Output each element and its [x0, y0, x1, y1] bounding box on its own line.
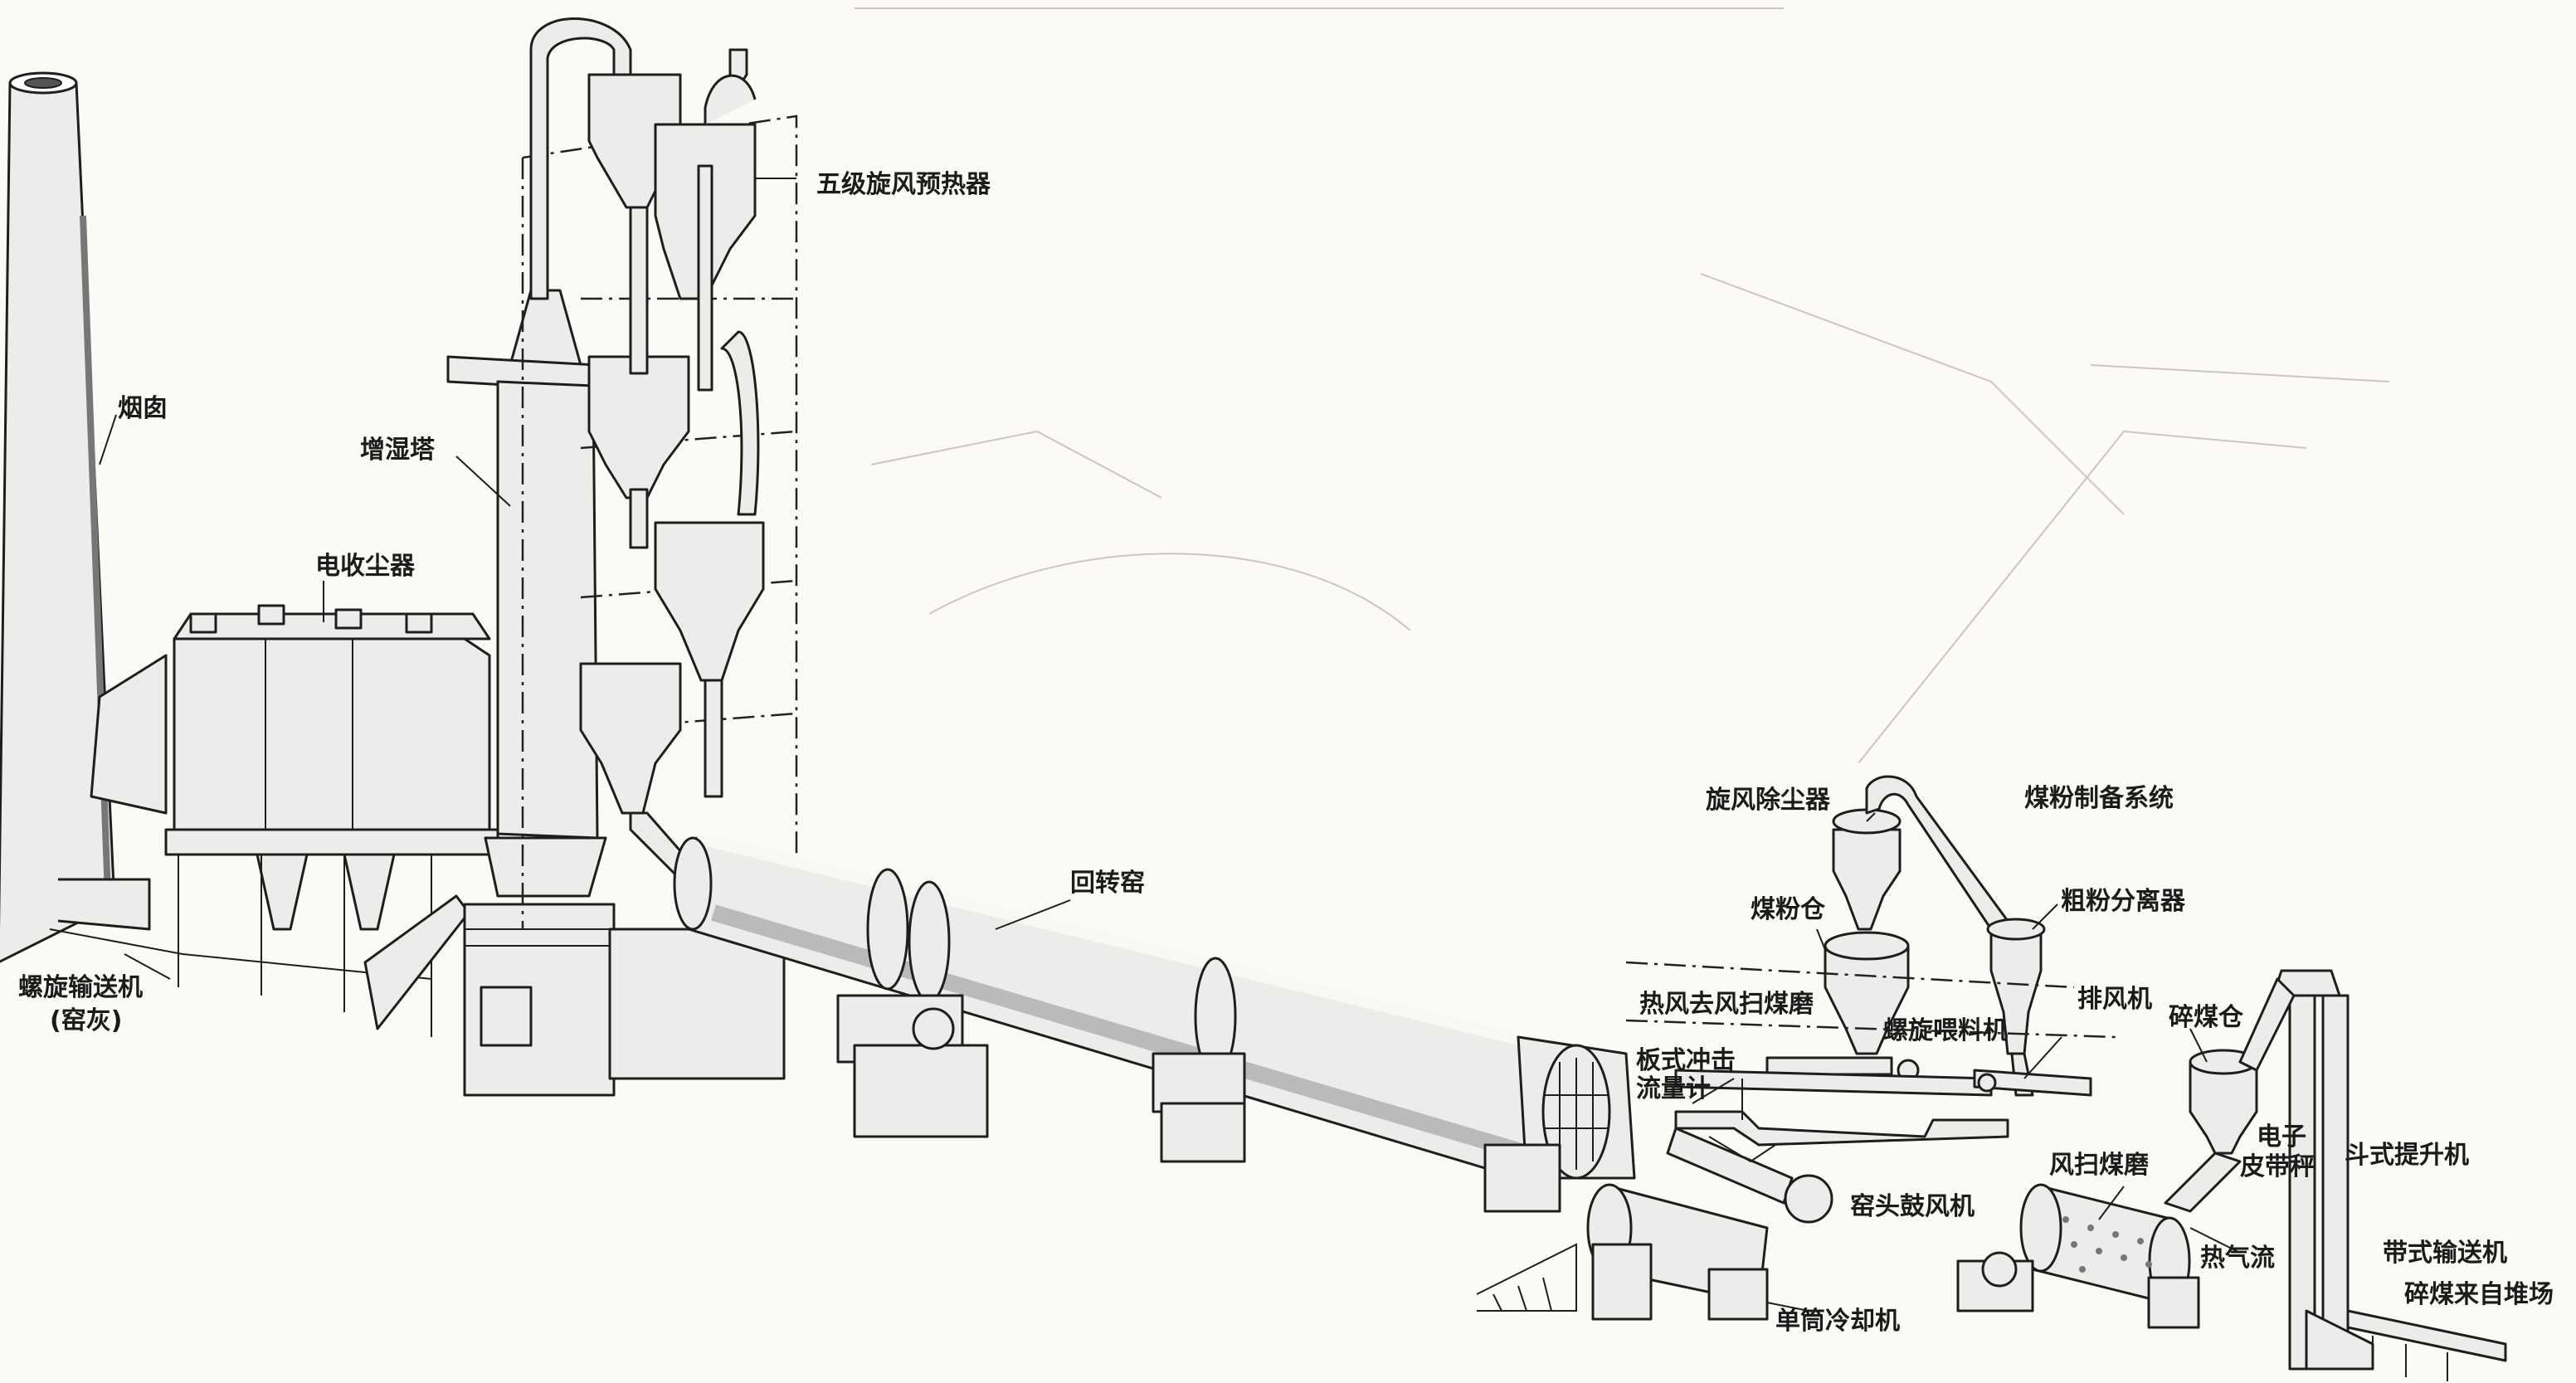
- label-crushed-coal-bin: 碎煤仓: [2169, 1003, 2243, 1032]
- label-electrostatic-precipitator: 电收尘器: [315, 552, 415, 581]
- label-cyclone-dust-collector: 旋风除尘器: [1706, 786, 1830, 815]
- label-single-cooler: 单筒冷却机: [1775, 1307, 1900, 1336]
- humidifier-tower: [446, 289, 786, 1097]
- label-bucket-elevator: 斗式提升机: [2345, 1141, 2469, 1170]
- chimney: [0, 71, 151, 963]
- label-rotary-kiln: 回转窑: [1070, 869, 1145, 898]
- label-kiln-ash: (窑灰): [50, 1006, 123, 1035]
- label-kiln-head-blower: 窑头鼓风机: [1850, 1192, 1975, 1221]
- coarse-separator: [1986, 918, 2046, 1097]
- rotary-kiln: [673, 832, 1545, 1180]
- label-coal-prep-system: 煤粉制备系统: [2024, 784, 2174, 813]
- label-humidifier-tower: 增湿塔: [360, 436, 435, 465]
- air-swept-mill: [1956, 1183, 2200, 1329]
- background-faint-lines: [855, 7, 2390, 764]
- single-cooler: [1476, 1183, 1769, 1321]
- label-air-swept-mill: 风扫煤磨: [2049, 1151, 2149, 1180]
- label-hot-air-to-mill: 热风去风扫煤磨: [1639, 990, 1814, 1019]
- bucket-elevator: [2238, 969, 2374, 1371]
- belt-conveyor: [2346, 1309, 2507, 1381]
- label-hot-air-flow: 热气流: [2200, 1244, 2275, 1273]
- kiln-hood: [1483, 1035, 1636, 1213]
- crushed-coal-bin: [2164, 1049, 2258, 1213]
- label-coal-powder-bin: 煤粉仓: [1751, 895, 1825, 924]
- label-chimney: 烟囱: [118, 394, 168, 423]
- label-screw-conveyor: 螺旋输送机: [18, 973, 143, 1002]
- label-exhaust-fan: 排风机: [2077, 985, 2152, 1014]
- label-coal-from-yard: 碎煤来自堆场: [2404, 1280, 2554, 1309]
- cyclone-dust-collector: [1832, 775, 2009, 931]
- label-electronic-scale-2: 皮带秤: [2240, 1152, 2315, 1181]
- kiln-head-blower: [1666, 1127, 1833, 1224]
- label-coarse-separator: 粗粉分离器: [2061, 887, 2185, 916]
- label-preheater: 五级旋风预热器: [816, 170, 991, 199]
- label-belt-conveyor: 带式输送机: [2383, 1239, 2507, 1268]
- label-screw-feeder: 螺旋喂料机: [1883, 1016, 2008, 1045]
- label-flowmeter-1: 板式冲击: [1636, 1046, 1736, 1075]
- exhaust-fan-and-ducts: [1625, 961, 2116, 1163]
- preheater-cyclones: [529, 17, 765, 889]
- label-flowmeter-2: 流量计: [1636, 1074, 1711, 1103]
- electrostatic-precipitator: [49, 604, 499, 1037]
- label-electronic-scale-1: 电子: [2257, 1122, 2306, 1152]
- leader-lines: [99, 178, 2241, 1312]
